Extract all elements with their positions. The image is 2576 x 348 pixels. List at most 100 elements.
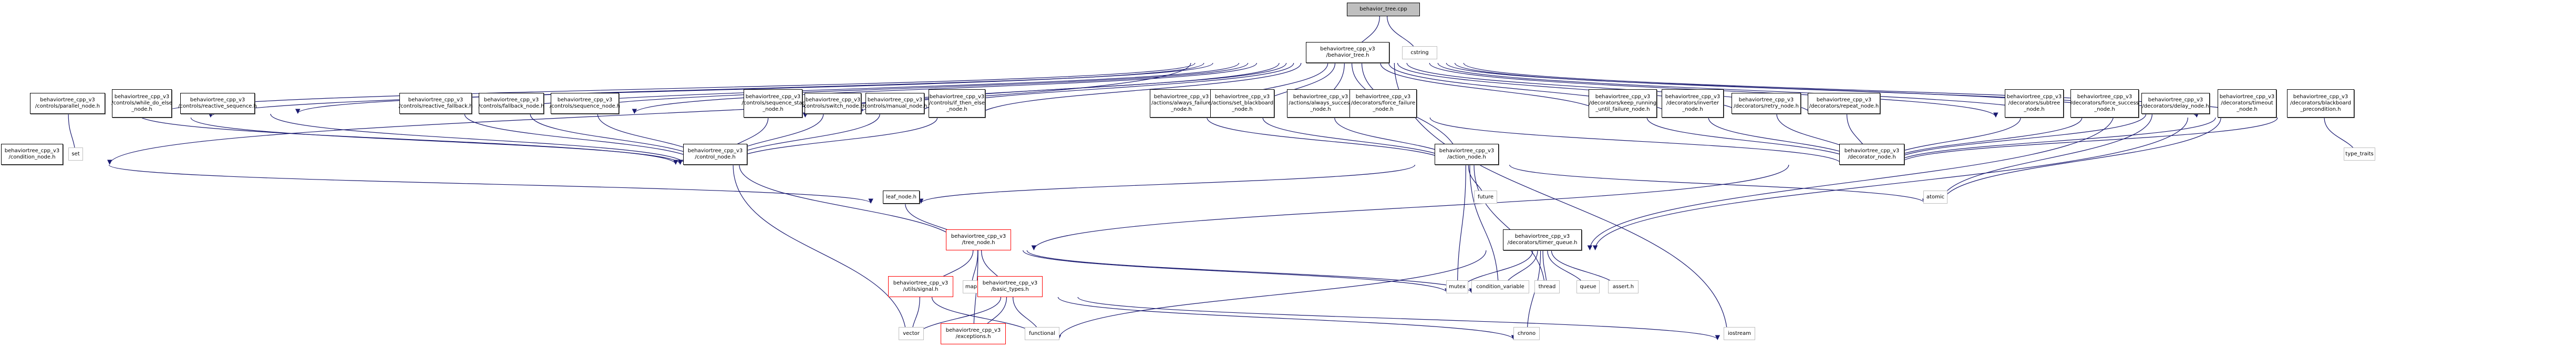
graph-node-future[interactable]: future — [1474, 191, 1497, 204]
edge-behavior-tree-h-to-if-then-else — [975, 62, 1302, 118]
graph-node-cstring[interactable]: cstring — [1402, 46, 1437, 59]
node-label: behaviortree_cpp_v3 /controls/reactive_s… — [178, 97, 257, 109]
graph-node-condition-variable[interactable]: condition_variable — [1471, 280, 1529, 293]
graph-node-while-do-else[interactable]: behaviortree_cpp_v3 /controls/while_do_e… — [111, 89, 172, 118]
edge-behavior-tree-h-to-while-do-else — [208, 62, 1204, 118]
graph-node-force-failure[interactable]: behaviortree_cpp_v3 /decorators/force_fa… — [1349, 89, 1417, 118]
graph-node-set[interactable]: set — [68, 147, 83, 161]
edge-action-node-to-atomic — [1509, 164, 1928, 204]
node-label: behaviortree_cpp_v3 /decorators/timer_qu… — [1507, 234, 1578, 246]
graph-node-sequence-node[interactable]: behaviortree_cpp_v3 /controls/sequence_n… — [549, 93, 621, 114]
graph-node-manual-node[interactable]: behaviortree_cpp_v3 /controls/manual_nod… — [862, 93, 928, 114]
graph-node-atomic[interactable]: atomic — [1923, 191, 1948, 204]
node-label: thread — [1538, 283, 1556, 290]
graph-node-always-success[interactable]: behaviortree_cpp_v3 /actions/always_succ… — [1287, 89, 1354, 118]
node-label: behaviortree_cpp_v3 /actions/always_succ… — [1289, 94, 1353, 112]
node-label: mutex — [1449, 283, 1466, 290]
graph-node-fallback-node[interactable]: behaviortree_cpp_v3 /controls/fallback_n… — [478, 93, 544, 114]
graph-node-control-node[interactable]: behaviortree_cpp_v3 /control_node.h — [683, 144, 747, 165]
graph-node-behavior-tree-h[interactable]: behaviortree_cpp_v3 /behavior_tree.h — [1306, 42, 1389, 63]
graph-node-root: behavior_tree.cpp — [1347, 3, 1420, 16]
graph-node-switch-node[interactable]: behaviortree_cpp_v3 /controls/switch_nod… — [802, 93, 864, 114]
node-label: behaviortree_cpp_v3 /actions/always_fail… — [1151, 94, 1211, 112]
edge-if-then-else-to-control-node — [727, 117, 938, 165]
graph-node-exceptions[interactable]: behaviortree_cpp_v3 /exceptions.h — [941, 323, 1006, 344]
edge-action-node-to-mutex — [1455, 164, 1466, 293]
graph-node-reactive-fallback[interactable]: behaviortree_cpp_v3 /controls/reactive_f… — [399, 93, 472, 114]
node-label: behaviortree_cpp_v3 /decorators/keep_run… — [1589, 94, 1657, 112]
graph-node-tree-node[interactable]: behaviortree_cpp_v3 /tree_node.h — [946, 229, 1011, 250]
graph-node-retry-node[interactable]: behaviortree_cpp_v3 /decorators/retry_no… — [1732, 93, 1801, 114]
graph-node-if-then-else[interactable]: behaviortree_cpp_v3 /controls/if_then_el… — [929, 89, 985, 118]
graph-node-always-failure[interactable]: behaviortree_cpp_v3 /actions/always_fail… — [1150, 89, 1213, 118]
graph-node-bb-precondition[interactable]: behaviortree_cpp_v3 /decorators/blackboa… — [2287, 89, 2354, 118]
edge-timeout-node-to-decorator-node — [1892, 117, 2216, 165]
edge-always-failure-to-action-node — [1207, 117, 1452, 165]
graph-node-type-traits[interactable]: type_traits — [2344, 147, 2375, 161]
edge-while-do-else-to-control-node — [190, 117, 683, 165]
node-label: queue — [1580, 283, 1596, 290]
graph-node-parallel-node[interactable]: behaviortree_cpp_v3 /controls/parallel_n… — [30, 93, 105, 114]
node-label: behaviortree_cpp_v3 /controls/while_do_e… — [111, 94, 172, 112]
graph-node-repeat-node[interactable]: behaviortree_cpp_v3 /decorators/repeat_n… — [1808, 93, 1880, 114]
edge-action-node-to-thread — [1474, 164, 1548, 293]
edge-action-node-to-leaf-node — [919, 164, 1416, 204]
graph-node-subtree[interactable]: behaviortree_cpp_v3 /decorators/subtree … — [2005, 89, 2064, 118]
graph-node-inverter[interactable]: behaviortree_cpp_v3 /decorators/inverter… — [1662, 89, 1724, 118]
graph-node-assert-h[interactable]: assert.h — [1608, 280, 1639, 293]
graph-node-mutex[interactable]: mutex — [1446, 280, 1468, 293]
edge-action-node-to-condition-variable — [1469, 164, 1501, 293]
graph-node-sequence-star[interactable]: behaviortree_cpp_v3 /controls/sequence_s… — [741, 89, 805, 118]
node-label: behaviortree_cpp_v3 /controls/reactive_f… — [398, 97, 473, 109]
node-label: behaviortree_cpp_v3 /controls/sequence_n… — [549, 97, 621, 109]
graph-node-basic-types[interactable]: behaviortree_cpp_v3 /basic_types.h — [977, 276, 1043, 297]
graph-node-keep-running[interactable]: behaviortree_cpp_v3 /decorators/keep_run… — [1589, 89, 1657, 118]
edge-behavior-tree-h-to-sequence-node — [632, 62, 1258, 114]
edge-fallback-node-to-control-node — [530, 113, 706, 165]
graph-node-condition-node[interactable]: behaviortree_cpp_v3 /condition_node.h — [1, 144, 63, 165]
graph-node-timeout-node[interactable]: behaviortree_cpp_v3 /decorators/timeout … — [2218, 89, 2276, 118]
graph-node-delay-node[interactable]: behaviortree_cpp_v3 /decorators/delay_no… — [2141, 93, 2210, 114]
graph-node-force-success[interactable]: behaviortree_cpp_v3 /decorators/force_su… — [2070, 89, 2139, 118]
node-label: behaviortree_cpp_v3 /decorators/force_su… — [2070, 94, 2139, 112]
graph-node-decorator-node[interactable]: behaviortree_cpp_v3 /decorator_node.h — [1839, 144, 1904, 165]
edge-condition-node-to-leaf-node — [108, 164, 873, 204]
graph-node-reactive-sequence[interactable]: behaviortree_cpp_v3 /controls/reactive_s… — [178, 93, 257, 114]
edge-reactive-sequence-to-control-node — [270, 113, 687, 165]
edge-bb-precondition-to-decorator-node — [1897, 117, 2278, 165]
node-label: behaviortree_cpp_v3 /controls/parallel_n… — [35, 97, 100, 109]
graph-node-thread[interactable]: thread — [1534, 280, 1560, 293]
edge-reactive-fallback-to-control-node — [464, 113, 701, 165]
graph-node-functional[interactable]: functional — [1025, 327, 1059, 340]
node-label: behaviortree_cpp_v3 /decorator_node.h — [1844, 148, 1900, 160]
node-label: behaviortree_cpp_v3 /action_node.h — [1439, 148, 1495, 160]
edge-delay-node-to-decorator-node — [1888, 113, 2147, 165]
graph-node-leaf-node[interactable]: leaf_node.h — [883, 191, 920, 204]
node-label: behaviortree_cpp_v3 /controls/manual_nod… — [862, 97, 928, 109]
node-label: behaviortree_cpp_v3 /basic_types.h — [982, 280, 1038, 292]
edge-manual-node-to-control-node — [724, 113, 880, 165]
graph-node-action-node[interactable]: behaviortree_cpp_v3 /action_node.h — [1435, 144, 1499, 165]
edge-timeout-node-to-timer-queue — [1592, 117, 2188, 250]
node-label: behaviortree_cpp_v3 /decorators/retry_no… — [1734, 97, 1799, 109]
graph-node-signal-h[interactable]: behaviortree_cpp_v3 /utils/signal.h — [888, 276, 953, 297]
node-label: map — [965, 283, 977, 290]
graph-node-timer-queue[interactable]: behaviortree_cpp_v3 /decorators/timer_qu… — [1503, 229, 1582, 250]
node-label: behaviortree_cpp_v3 /exceptions.h — [945, 328, 1001, 340]
graph-node-iostream[interactable]: iostream — [1724, 327, 1755, 340]
edge-delay-node-to-atomic — [1938, 113, 2153, 204]
node-label: functional — [1029, 330, 1055, 336]
graph-node-vector[interactable]: vector — [899, 327, 924, 340]
graph-node-chrono[interactable]: chrono — [1513, 327, 1540, 340]
edge-keep-running-to-decorator-node — [1646, 117, 1859, 165]
node-label: condition_variable — [1476, 283, 1524, 290]
node-label: behaviortree_cpp_v3 /condition_node.h — [4, 148, 60, 160]
graph-node-queue[interactable]: queue — [1576, 280, 1600, 293]
edge-timeout-node-to-atomic — [1940, 117, 2221, 204]
edge-parallel-node-to-control-node — [137, 113, 678, 165]
node-label: chrono — [1517, 330, 1536, 336]
graph-node-set-blackboard[interactable]: behaviortree_cpp_v3 /actions/set_blackbo… — [1210, 89, 1274, 118]
node-label: behaviortree_cpp_v3 /utils/signal.h — [893, 280, 949, 292]
node-label: behaviortree_cpp_v3 /controls/fallback_n… — [478, 97, 544, 109]
